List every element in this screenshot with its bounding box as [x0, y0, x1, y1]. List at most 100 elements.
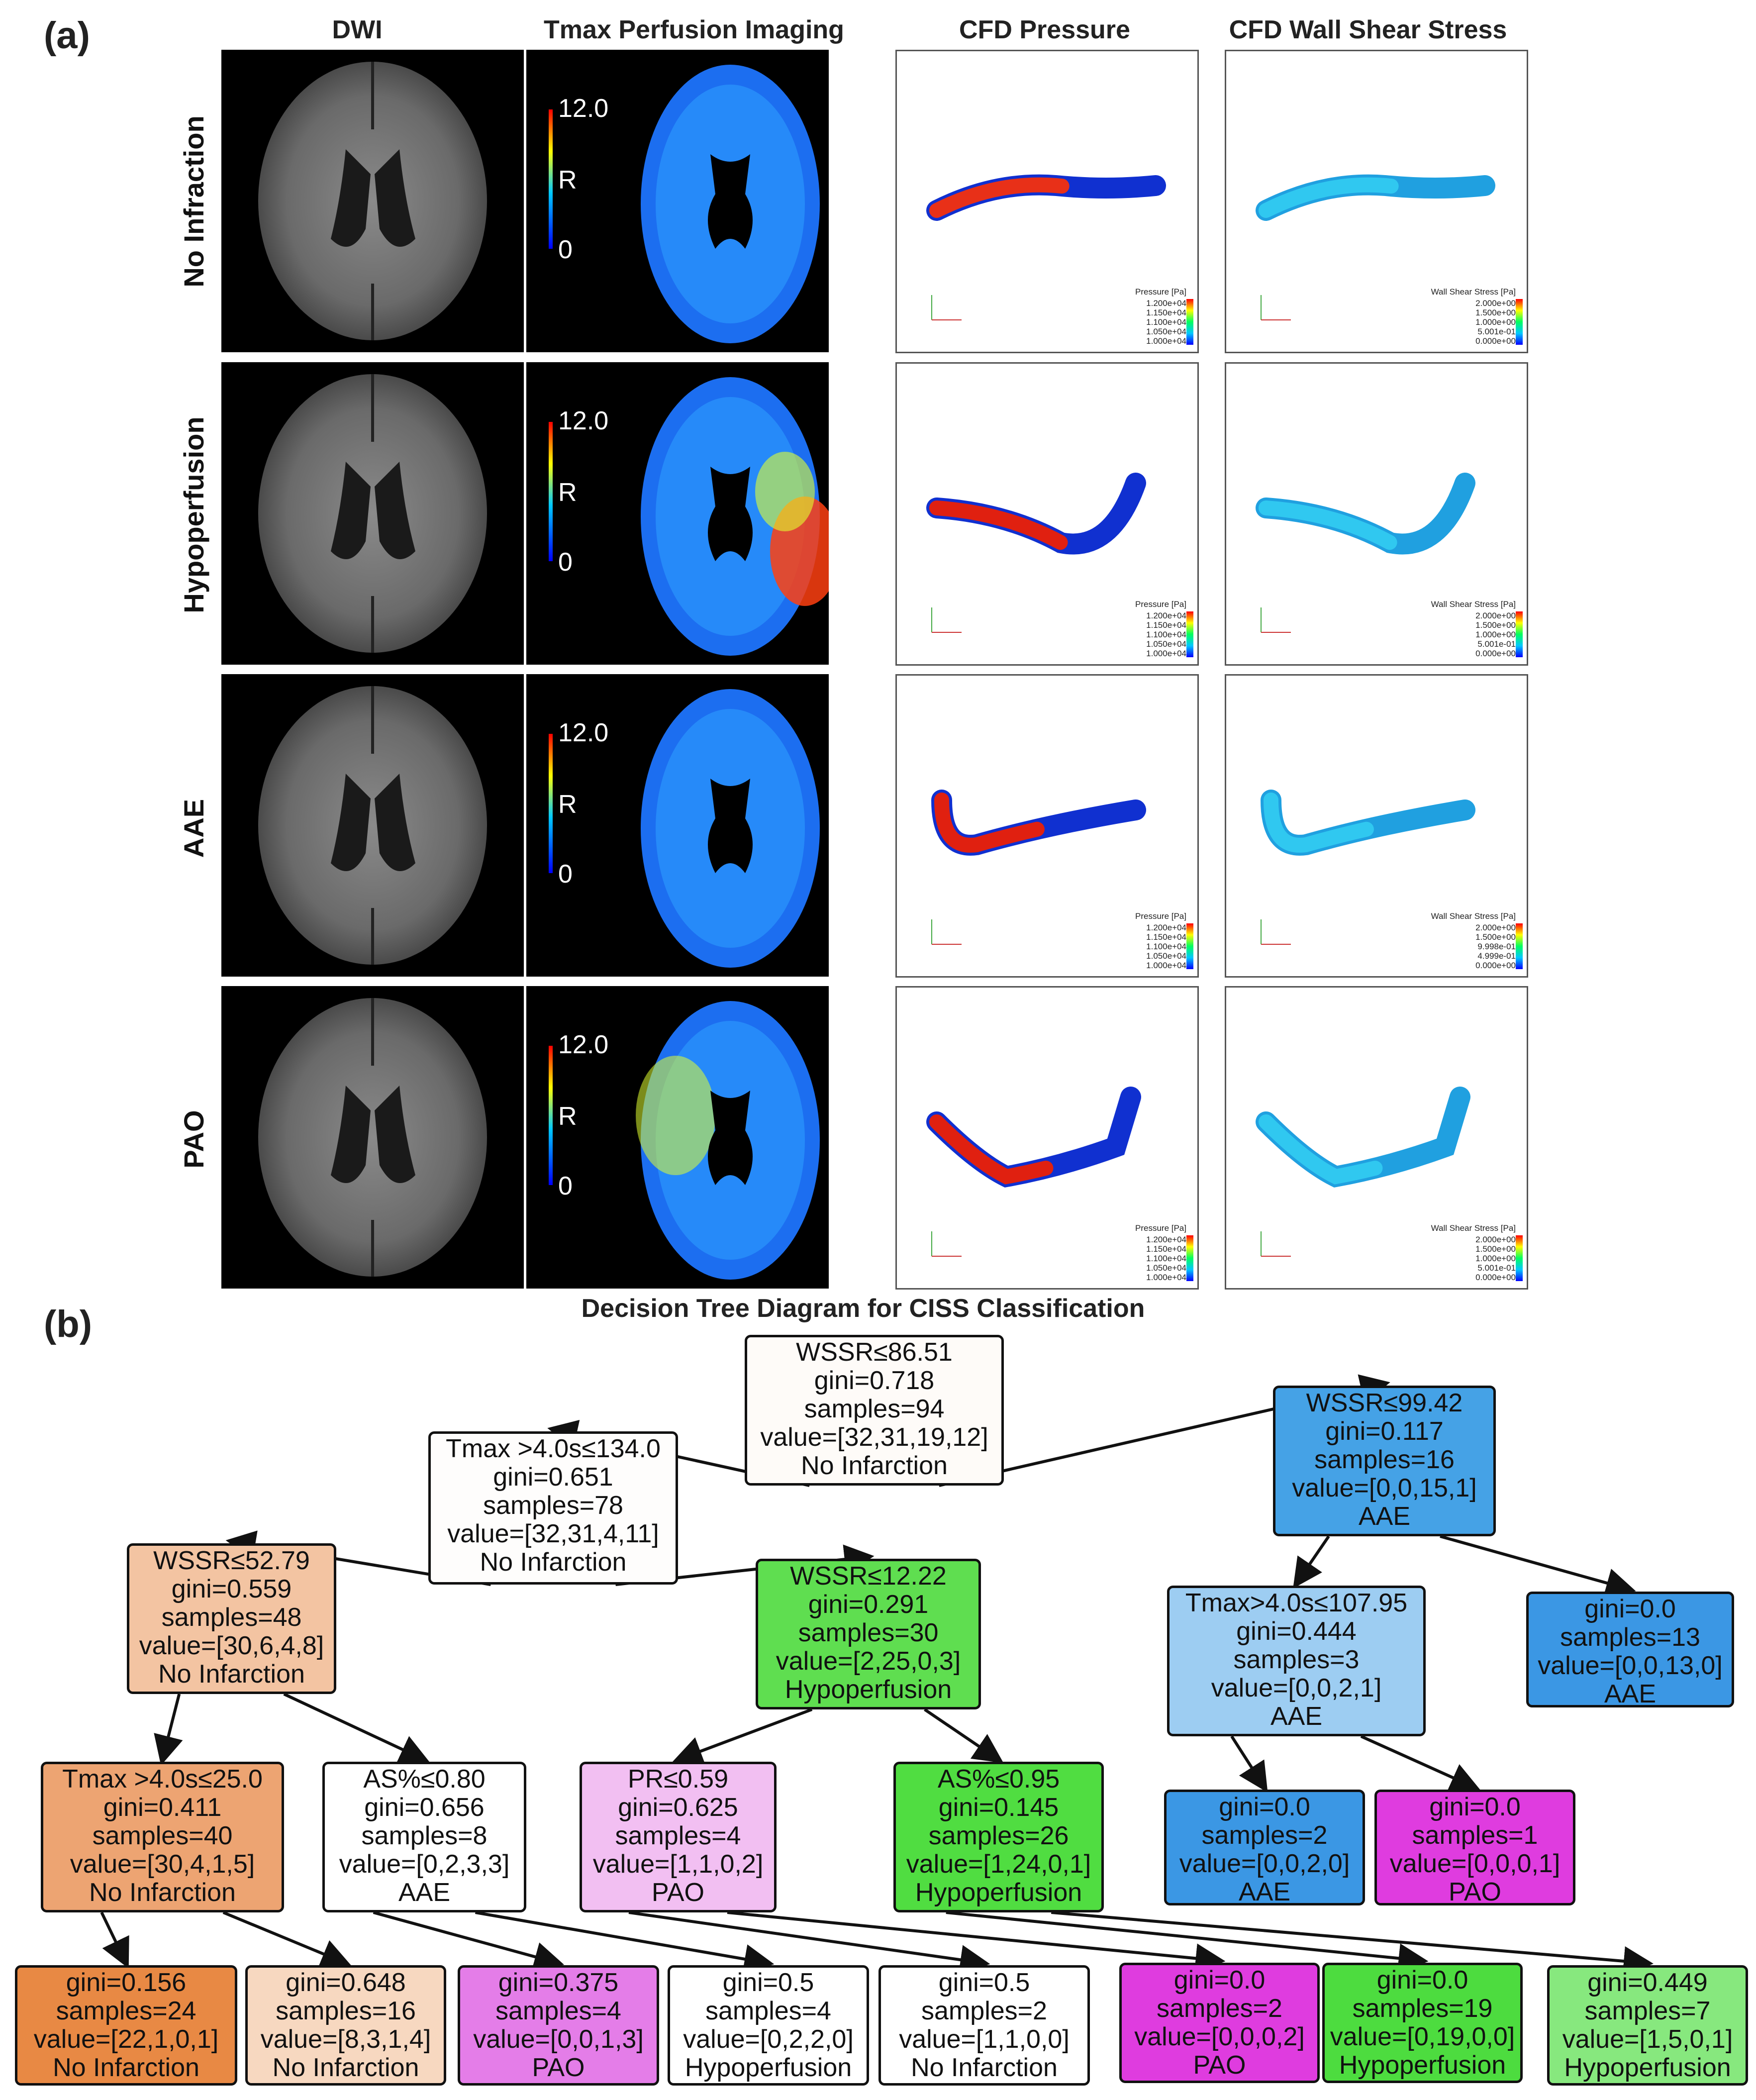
legend-tick: 1.200e+04 [1146, 923, 1186, 932]
legend-tick: 1.100e+04 [1146, 317, 1186, 327]
node-line: samples=16 [276, 1997, 416, 2025]
node-line: Tmax >4.0s≤25.0 [62, 1765, 263, 1794]
node-line: samples=16 [1314, 1445, 1455, 1474]
legend-tick: 1.200e+04 [1146, 1235, 1186, 1244]
node-line: WSSR≤52.79 [153, 1546, 310, 1575]
node-line: AAE [1238, 1878, 1291, 1906]
node-line: No Infarction [53, 2053, 199, 2082]
node-line: PAO [1449, 1878, 1501, 1906]
node-line: samples=1 [1412, 1821, 1538, 1850]
legend-colorbar [1186, 299, 1193, 345]
node-line: No Infarction [272, 2053, 419, 2082]
node-line: No Infarction [801, 1451, 948, 1480]
node-line: No Infarction [89, 1878, 236, 1907]
legend-tick: 1.150e+04 [1146, 620, 1186, 630]
legend-title: Wall Shear Stress [Pa] [1431, 600, 1516, 609]
node-line: value=[30,4,1,5] [70, 1850, 255, 1879]
legend-colorbar [1186, 923, 1193, 969]
node-line: AAE [1358, 1502, 1411, 1531]
tmax-scale-min: 0 [558, 1172, 573, 1200]
node-line: gini=0.648 [286, 1968, 406, 1997]
legend-title: Wall Shear Stress [Pa] [1431, 1223, 1516, 1233]
legend-tick: 4.999e-01 [1477, 951, 1516, 961]
node-line: value=[22,1,0,1] [33, 2025, 219, 2054]
legend-tick: 1.000e+04 [1146, 336, 1186, 346]
node-line: gini=0.0 [1219, 1793, 1310, 1821]
node-line: value=[2,25,0,3] [776, 1647, 961, 1676]
tmax-scale-mid: R [558, 166, 577, 195]
node-line: Tmax >4.0s≤134.0 [446, 1434, 661, 1463]
node-line: PAO [532, 2053, 585, 2082]
legend-colorbar [1516, 299, 1523, 345]
node-line: samples=4 [495, 1997, 621, 2025]
node-line: No Infarction [911, 2053, 1058, 2082]
legend-tick: 1.500e+00 [1475, 620, 1516, 630]
legend-title: Pressure [Pa] [1135, 287, 1186, 297]
column-header-tmax: Tmax Perfusion Imaging [544, 15, 844, 44]
node-line: gini=0.718 [814, 1366, 935, 1395]
legend-tick: 5.001e-01 [1477, 1263, 1516, 1273]
node-line: Hypoperfusion [1564, 2053, 1731, 2082]
node-line: gini=0.651 [493, 1463, 613, 1492]
legend-tick: 5.001e-01 [1477, 327, 1516, 336]
node-line: gini=0.291 [808, 1590, 929, 1619]
tree-edge [628, 1911, 990, 1975]
tmax-scale-max: 12.0 [558, 1030, 609, 1059]
node-line: gini=0.625 [618, 1793, 738, 1822]
panel-b-label: (b) [44, 1303, 93, 1345]
node-line: samples=2 [1201, 1821, 1328, 1850]
node-line: samples=7 [1584, 1997, 1711, 2025]
node-line: Hypoperfusion [915, 1878, 1082, 1907]
legend-tick: 1.000e+00 [1475, 1254, 1516, 1263]
legend-colorbar [1516, 1235, 1523, 1281]
node-line: gini=0.0 [1173, 1966, 1266, 1995]
legend-tick: 1.050e+04 [1146, 639, 1186, 649]
legend-tick: 1.100e+04 [1146, 1254, 1186, 1263]
node-line: AAE [398, 1878, 451, 1907]
node-line: samples=13 [1560, 1623, 1700, 1652]
tmax-scale-min: 0 [558, 548, 573, 577]
node-line: samples=78 [483, 1491, 623, 1520]
legend-tick: 2.000e+00 [1475, 611, 1516, 620]
legend-tick: 2.000e+00 [1475, 923, 1516, 932]
column-header-dwi: DWI [332, 15, 383, 44]
tmax-scale-min: 0 [558, 860, 573, 889]
dwi-image-no-infraction [221, 50, 524, 352]
legend-title: Wall Shear Stress [Pa] [1431, 287, 1516, 297]
legend-tick: 0.000e+00 [1475, 649, 1516, 658]
legend-title: Pressure [Pa] [1135, 600, 1186, 609]
tmax-scale-max: 12.0 [558, 406, 609, 435]
node-line: samples=40 [92, 1821, 233, 1850]
legend-tick: 1.000e+04 [1146, 961, 1186, 970]
node-line: No Infarction [158, 1660, 305, 1689]
legend-tick: 1.200e+04 [1146, 299, 1186, 308]
node-line: value=[1,1,0,0] [899, 2025, 1070, 2054]
node-line: gini=0.5 [938, 1968, 1030, 1997]
legend-tick: 1.500e+00 [1475, 308, 1516, 317]
node-line: AAE [1270, 1702, 1323, 1731]
node-line: gini=0.559 [171, 1575, 292, 1603]
node-line: WSSR≤99.42 [1306, 1389, 1463, 1417]
node-line: WSSR≤86.51 [796, 1338, 953, 1367]
node-line: value=[0,2,3,3] [339, 1850, 510, 1879]
tree-edge [946, 1911, 1429, 1974]
node-line: samples=30 [798, 1618, 939, 1647]
